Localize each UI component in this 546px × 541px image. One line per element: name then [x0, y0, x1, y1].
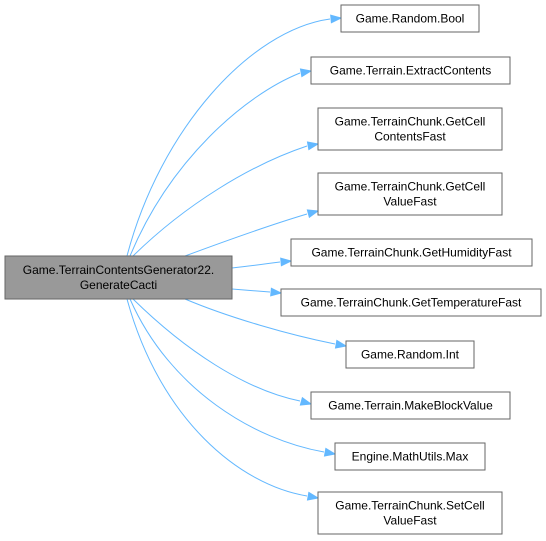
callee-node[interactable]: Engine.MathUtils.Max	[334, 442, 486, 471]
call-edge-line	[231, 288, 271, 293]
callee-node-box	[317, 107, 503, 151]
call-edge-line	[184, 298, 336, 345]
callee-node-box	[317, 172, 503, 216]
call-edges	[126, 14, 348, 501]
arrowhead-icon	[334, 339, 348, 349]
callee-node-label-line: Game.Random.Bool	[356, 12, 465, 26]
call-edge	[132, 298, 313, 406]
callee-node-box	[317, 491, 503, 535]
call-edge-line	[184, 213, 308, 257]
call-edge	[132, 141, 320, 257]
arrowhead-icon	[323, 447, 337, 457]
callee-node-label-line: Game.Random.Int	[361, 348, 460, 362]
arrowhead-icon	[280, 257, 293, 267]
arrowhead-icon	[306, 209, 320, 219]
call-edge-line	[132, 298, 301, 402]
callee-node-box	[334, 442, 486, 471]
callee-node-label-line: Game.TerrainChunk.GetTemperatureFast	[301, 296, 522, 310]
call-edge	[129, 298, 337, 457]
call-edge	[184, 298, 348, 349]
callee-node-label-line: ValueFast	[383, 195, 437, 209]
callee-node-label-line: Game.TerrainChunk.GetHumidityFast	[311, 246, 512, 260]
call-edge-line	[231, 261, 281, 269]
call-edge-line	[126, 18, 331, 257]
callee-node-label-line: ContentsFast	[374, 130, 446, 144]
callee-node-label-line: Game.TerrainChunk.GetCell	[335, 180, 486, 194]
arrowhead-icon	[299, 396, 313, 406]
call-edge	[231, 257, 293, 269]
callee-node-label-line: Game.Terrain.MakeBlockValue	[328, 399, 493, 413]
callee-node[interactable]: Game.Random.Int	[345, 340, 475, 369]
source-node[interactable]: Game.TerrainContentsGenerator22.Generate…	[4, 255, 233, 300]
call-edge-line	[129, 298, 325, 453]
call-edge	[126, 14, 343, 257]
arrowhead-icon	[299, 68, 313, 78]
source-node-label-line: Game.TerrainContentsGenerator22.	[23, 263, 214, 277]
callee-node-box	[310, 56, 511, 85]
callee-node[interactable]: Game.Terrain.MakeBlockValue	[310, 391, 511, 420]
arrowhead-icon	[270, 287, 283, 297]
callee-node-label-line: Engine.MathUtils.Max	[352, 450, 469, 464]
call-edge-line	[126, 298, 308, 497]
callee-node-label-line: Game.TerrainChunk.GetCell	[335, 115, 486, 129]
callee-node-box	[340, 4, 480, 33]
call-edge	[184, 209, 320, 257]
callee-node-box	[310, 391, 511, 420]
callee-node-box	[290, 238, 533, 267]
source-node-box	[4, 255, 233, 300]
callee-node-label-line: Game.TerrainChunk.SetCell	[335, 499, 484, 513]
callee-node-label-line: Game.Terrain.ExtractContents	[330, 64, 491, 78]
call-edge-line	[129, 72, 301, 257]
callee-node-label-line: ValueFast	[383, 514, 437, 528]
callee-node[interactable]: Game.Terrain.ExtractContents	[310, 56, 511, 85]
call-edge	[129, 68, 313, 257]
source-node-label-line: GenerateCacti	[80, 278, 157, 292]
callee-node[interactable]: Game.TerrainChunk.GetHumidityFast	[290, 238, 533, 267]
call-edge	[231, 287, 283, 297]
arrowhead-icon	[306, 141, 320, 151]
arrowhead-icon	[330, 14, 343, 24]
call-nodes: Game.TerrainContentsGenerator22.Generate…	[4, 4, 542, 535]
callee-node[interactable]: Game.Random.Bool	[340, 4, 480, 33]
callee-node-box	[280, 288, 542, 317]
callee-node[interactable]: Game.TerrainChunk.GetTemperatureFast	[280, 288, 542, 317]
callee-node-box	[345, 340, 475, 369]
arrowhead-icon	[306, 491, 320, 501]
call-edge	[126, 298, 320, 501]
call-edge-line	[132, 145, 308, 257]
